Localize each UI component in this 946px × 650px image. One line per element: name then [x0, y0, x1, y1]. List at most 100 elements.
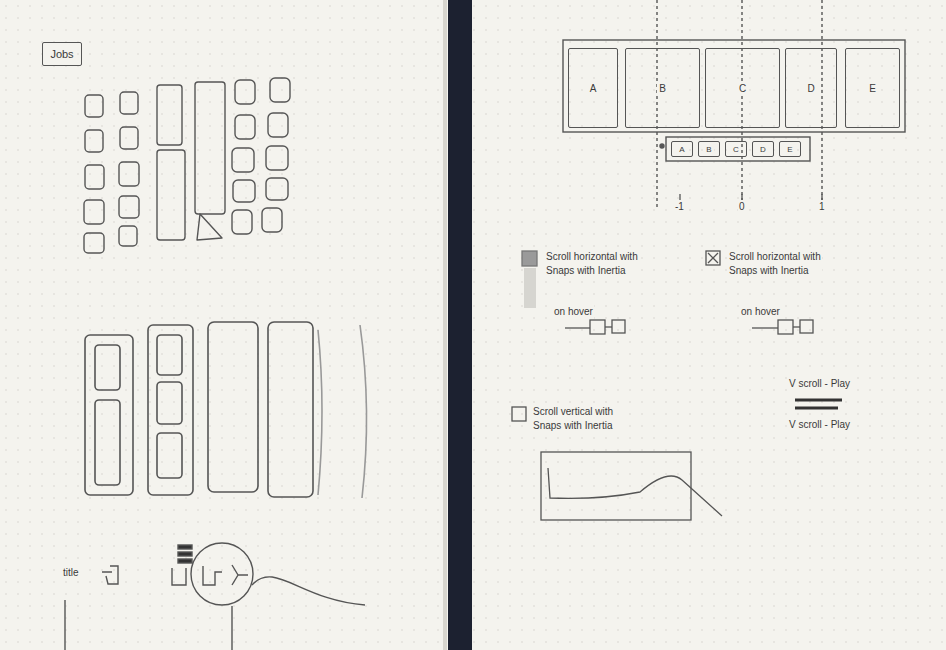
tile — [270, 78, 290, 102]
guide-line — [656, 0, 657, 210]
tile — [157, 382, 182, 424]
tile — [120, 92, 138, 114]
tile — [235, 80, 255, 104]
tag-box: Jobs — [42, 42, 82, 66]
notes-sketch — [512, 194, 842, 520]
tile — [235, 115, 255, 139]
note-label: V scroll - Play — [788, 377, 851, 391]
tile — [266, 178, 288, 200]
flow-line — [752, 327, 778, 328]
note-label: 1 — [818, 200, 826, 214]
tile — [197, 214, 222, 240]
flow-box — [778, 320, 793, 334]
tile — [232, 148, 254, 172]
note-icon-cross — [708, 253, 718, 263]
carousel-frame — [563, 40, 905, 132]
tile — [157, 85, 182, 145]
column-edge — [318, 330, 322, 495]
thumbnail: E — [779, 141, 801, 157]
thumbnail: A — [671, 141, 693, 157]
thumbnail-strip — [666, 137, 810, 161]
column-edge — [360, 325, 367, 498]
stack-icon — [178, 552, 192, 556]
tile — [233, 180, 255, 202]
flow-box — [590, 320, 605, 334]
carousel-sketch — [563, 0, 905, 210]
note-label: Scroll horizontal with Snaps with Inerti… — [545, 250, 639, 278]
arrow-icon — [232, 565, 248, 585]
tile — [95, 400, 120, 485]
column — [268, 322, 313, 497]
note-icon — [512, 407, 526, 421]
node-text: B — [657, 82, 668, 95]
note-icon — [522, 251, 537, 266]
node-text: E — [785, 144, 794, 155]
card: A — [568, 48, 618, 128]
node-text: E — [867, 82, 878, 95]
highlight-circle — [191, 543, 253, 605]
stack-icon — [178, 559, 192, 563]
flow-line — [565, 327, 590, 328]
tile — [266, 146, 288, 170]
column — [148, 325, 193, 495]
hand-icon — [203, 566, 222, 585]
column — [208, 322, 258, 492]
note-label: Scroll vertical with Snaps with Inertia — [532, 405, 626, 433]
strip-dot — [660, 144, 664, 148]
tile — [85, 165, 104, 189]
tile — [195, 82, 225, 214]
thumbnail: D — [752, 141, 774, 157]
tile — [262, 208, 282, 232]
node-text: A — [677, 144, 686, 155]
tile — [85, 130, 103, 152]
binding — [448, 0, 472, 650]
note-label: on hover — [740, 305, 781, 319]
node-text: D — [805, 82, 816, 95]
note-label: on hover — [553, 305, 594, 319]
column-layout-sketch — [85, 322, 367, 498]
title-row-sketch — [65, 543, 365, 650]
wavy-line — [252, 577, 365, 605]
chart-box — [541, 452, 691, 520]
scroll-curve — [548, 468, 722, 516]
page-fold — [443, 0, 447, 650]
note-label: 0 — [738, 200, 746, 214]
tile — [157, 335, 182, 375]
guide-line — [741, 0, 742, 210]
node-text: A — [588, 82, 599, 95]
thumbnail-grid-sketch — [84, 78, 290, 253]
hand-icon — [102, 566, 118, 584]
note-label: title — [62, 566, 80, 580]
node-text: Jobs — [48, 47, 75, 61]
note-icon — [706, 251, 720, 265]
card: B — [625, 48, 700, 128]
rule — [64, 600, 65, 650]
tile — [119, 226, 137, 246]
tile — [119, 196, 139, 218]
scribble — [795, 407, 838, 410]
card: E — [845, 48, 900, 128]
flow-line — [605, 326, 612, 327]
node-text: C — [737, 82, 748, 95]
column — [85, 335, 133, 495]
thumbnail: B — [698, 141, 720, 157]
node-text: C — [731, 144, 741, 155]
note-label: -1 — [674, 200, 685, 214]
tile — [84, 233, 104, 253]
tile — [268, 113, 288, 137]
scribble — [795, 399, 842, 402]
hand-icon — [172, 568, 186, 585]
tile — [120, 127, 138, 149]
tile — [95, 345, 120, 390]
thumbnail: C — [725, 141, 747, 157]
flow-box — [612, 320, 625, 333]
tile — [84, 200, 104, 224]
flow-line — [793, 326, 800, 327]
smudge — [524, 268, 536, 308]
tile — [157, 150, 185, 240]
